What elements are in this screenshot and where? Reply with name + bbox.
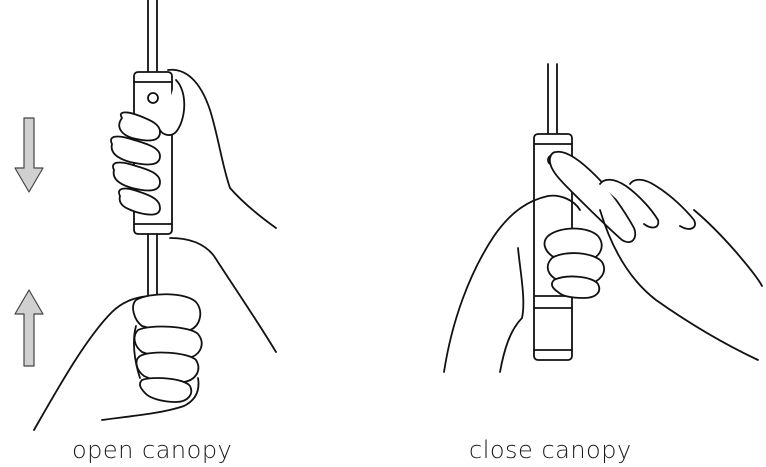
close-shaft <box>547 63 558 135</box>
gripping-hand <box>443 194 605 373</box>
arrow-down-icon <box>14 117 44 193</box>
upper-hand <box>167 68 277 353</box>
lower-hand-fist <box>132 293 203 403</box>
middle-shaft <box>147 233 158 301</box>
close-canopy-panel <box>443 63 763 373</box>
upper-shaft <box>147 0 158 73</box>
open-canopy-caption: open canopy <box>72 436 233 464</box>
pointing-hand <box>548 150 763 361</box>
upper-hand-fingers <box>110 79 186 216</box>
arrow-up-icon <box>14 289 44 367</box>
open-canopy-panel <box>14 0 277 431</box>
close-canopy-caption: close canopy <box>469 436 632 464</box>
lower-hand <box>33 295 200 431</box>
